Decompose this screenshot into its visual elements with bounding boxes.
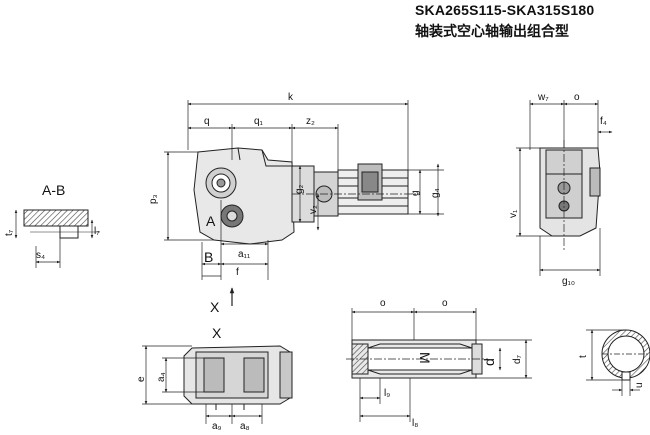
thread-m-label: M: [417, 352, 433, 364]
side-view: [516, 100, 613, 276]
model-range-title: SKA265S115-SKA315S180: [415, 2, 595, 18]
dim-q1: q₁: [254, 116, 264, 127]
main-front-view: [164, 100, 444, 280]
label-a: A: [206, 213, 216, 229]
shaft-cross-section: [586, 329, 650, 396]
dim-a9: a₉: [212, 421, 222, 432]
dim-g: g: [410, 190, 421, 196]
dim-u: u: [634, 382, 645, 388]
model-description-title: 轴装式空心轴输出组合型: [415, 24, 569, 40]
section-ab: [14, 209, 100, 268]
dim-p3: p₃: [148, 194, 159, 204]
dim-q: q: [204, 116, 210, 127]
dim-t: t: [578, 355, 589, 358]
dim-d: d: [481, 358, 497, 366]
dim-v1: v₁: [508, 209, 519, 218]
label-b: B: [204, 249, 213, 265]
dim-o-left: o: [380, 298, 386, 309]
view-x-arrow-label: X: [210, 299, 220, 315]
dim-l9: l₉: [384, 388, 390, 399]
dim-a8: a₈: [240, 421, 250, 432]
dim-a4: a₄: [156, 372, 167, 382]
hollow-shaft-view: [346, 308, 532, 422]
dim-l8: l₈: [412, 418, 418, 429]
dim-t7: t₇: [4, 229, 15, 236]
dim-g2: g₂: [294, 184, 305, 194]
dim-f4: f₄: [600, 116, 607, 127]
dim-o-side: o: [574, 92, 580, 103]
dim-e: e: [136, 376, 147, 382]
dim-v2: v₂: [308, 205, 319, 214]
dim-a11: a₁₁: [238, 249, 251, 260]
dim-l7: l₇: [94, 226, 100, 237]
dim-k: k: [288, 92, 294, 103]
view-x-drawing: [142, 345, 293, 424]
dim-o-right: o: [442, 298, 448, 309]
main-dimension-lines: [164, 100, 444, 280]
dim-d7: d₇: [512, 354, 523, 364]
dim-s4: s₄: [36, 250, 45, 261]
dim-f: f: [236, 267, 239, 278]
dim-g10: g₁₀: [562, 276, 575, 287]
dim-g4: g₄: [430, 188, 441, 198]
section-ab-title: A-B: [42, 182, 65, 198]
gearbox-housing: [193, 147, 295, 245]
view-x-title: X: [212, 325, 222, 341]
dim-z2: z₂: [306, 116, 315, 127]
dim-w7: w₇: [537, 92, 549, 103]
